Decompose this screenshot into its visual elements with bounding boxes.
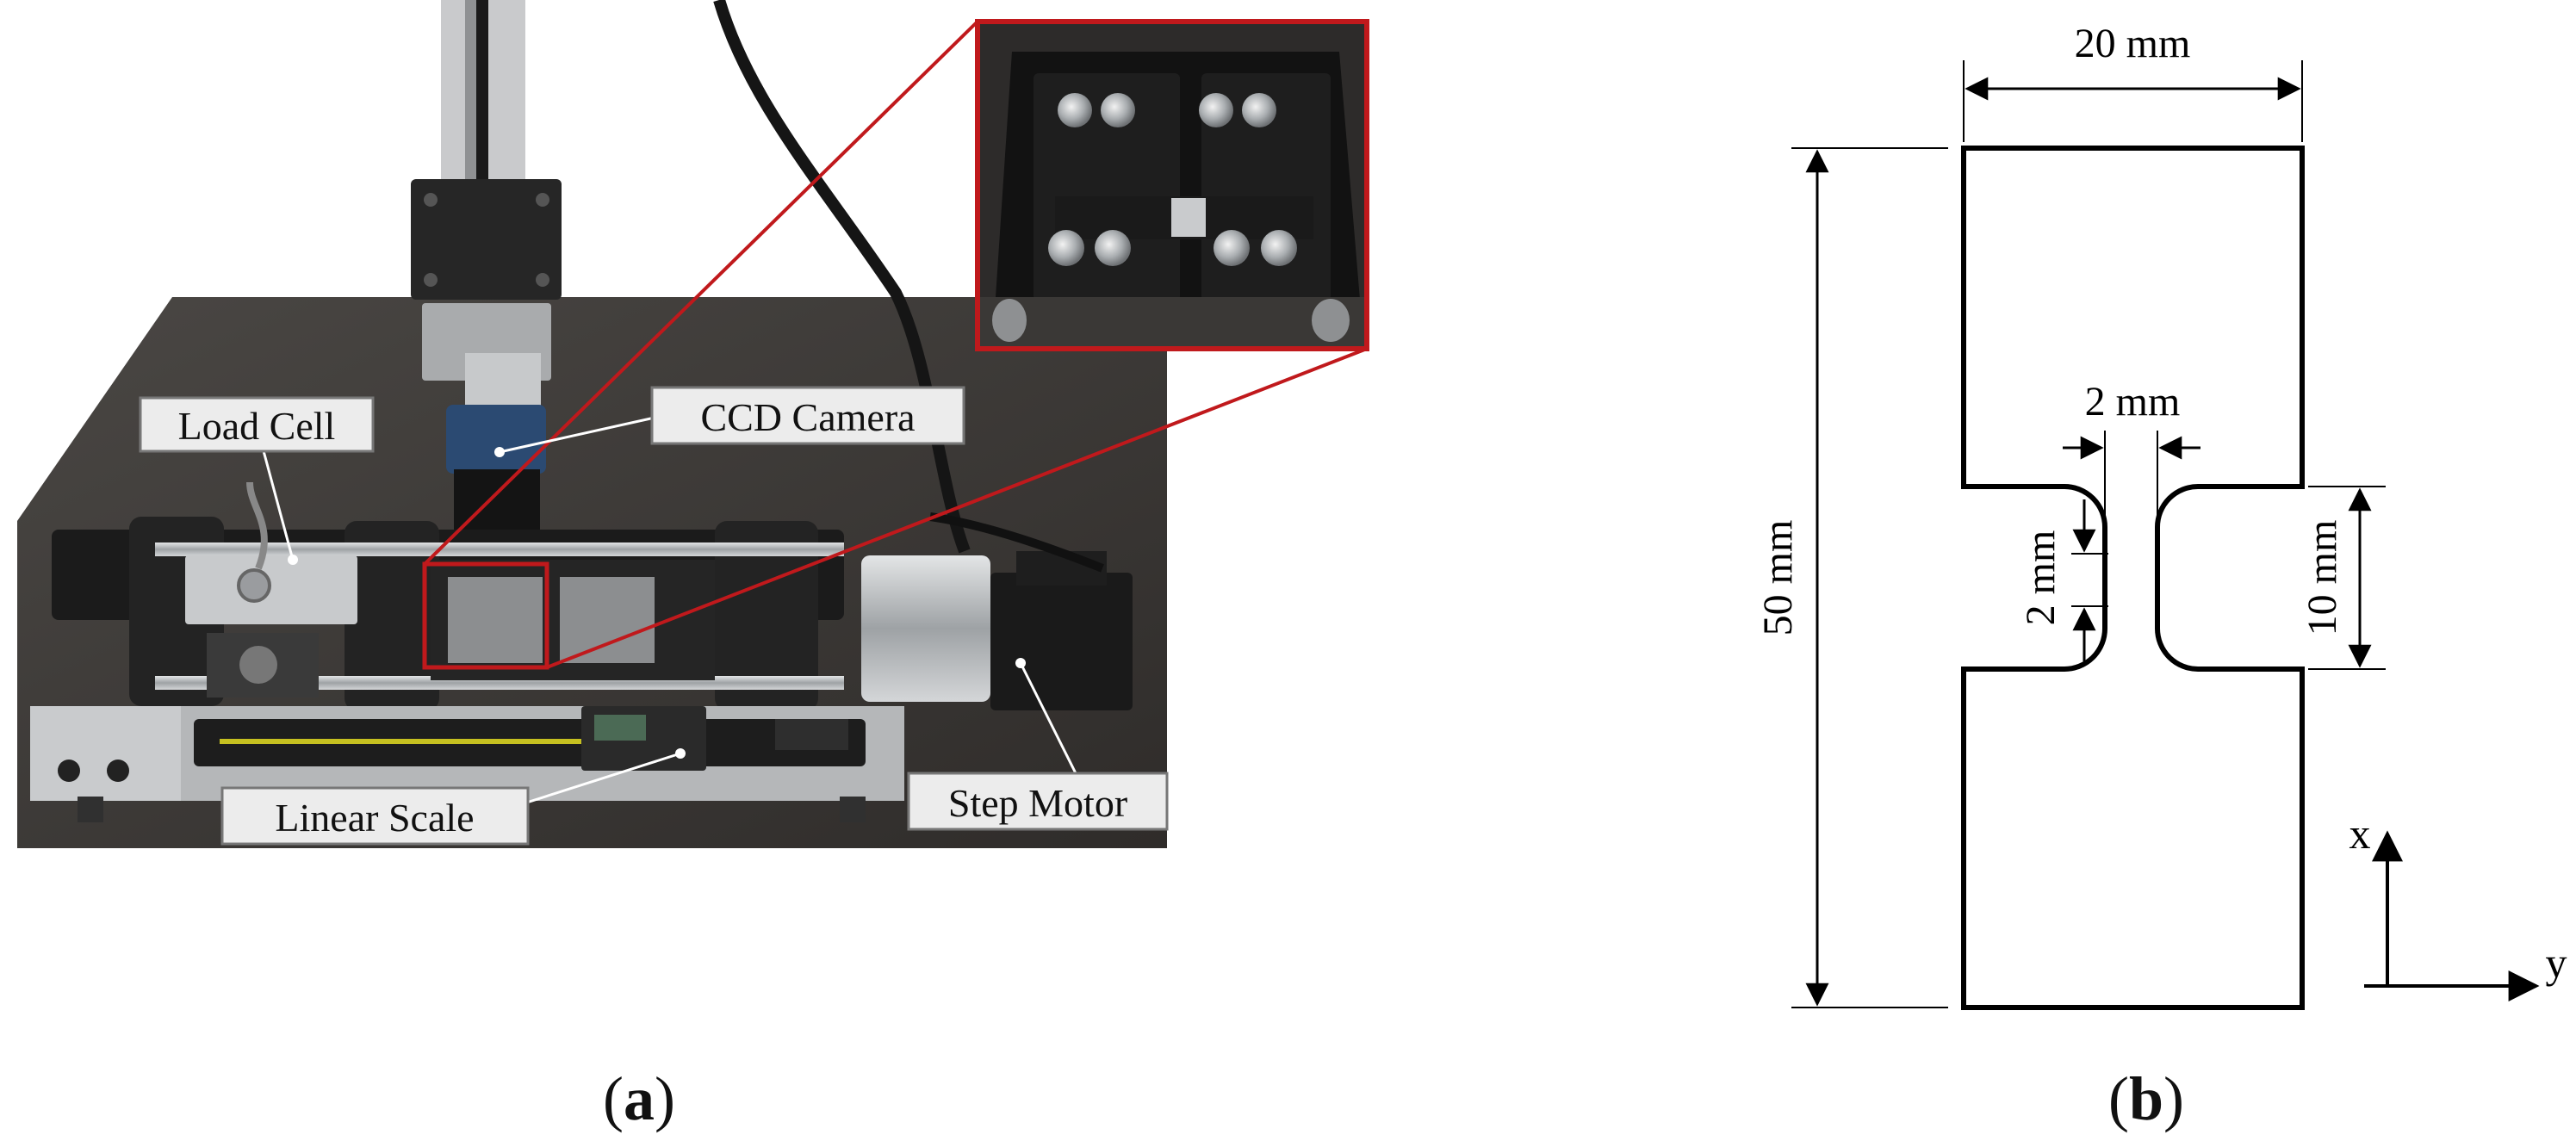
specimen-highlight-box — [422, 561, 549, 670]
y-axis-label: y — [2546, 939, 2567, 987]
callout-ccd-camera-text: CCD Camera — [700, 395, 915, 439]
ccd-camera-body — [465, 353, 541, 413]
load-cell — [185, 555, 357, 624]
gap-dimension-label: 2 mm — [2085, 379, 2181, 425]
callout-linear-scale: Linear Scale — [220, 786, 530, 846]
step-motor — [990, 573, 1133, 710]
step-motor-flange — [861, 555, 990, 702]
specimen-outline — [1961, 146, 2305, 1010]
panel-b-label: (b) — [2108, 1063, 2184, 1135]
panel-a-label-close: ) — [654, 1064, 675, 1133]
callout-load-cell: Load Cell — [139, 396, 375, 453]
radius-dimension-label: 2 mm — [2018, 530, 2064, 626]
width-dimension-label: 20 mm — [2075, 21, 2191, 66]
panel-b-label-open: ( — [2108, 1064, 2129, 1133]
panel-b-drawing: 20 mm 50 mm 2 mm 2 mm 10 mm x y — [1755, 21, 2567, 1010]
callout-step-motor-text: Step Motor — [948, 781, 1127, 825]
callout-ccd-camera: CCD Camera — [650, 386, 965, 445]
x-axis-label: x — [2349, 809, 2371, 858]
panel-b-label-letter: b — [2128, 1064, 2164, 1133]
panel-a-label-letter: a — [623, 1064, 655, 1133]
guide-rod — [155, 542, 844, 556]
panel-b-label-close: ) — [2163, 1064, 2185, 1133]
panel-a-label-open: ( — [603, 1064, 624, 1133]
camera-mount-plate — [411, 179, 562, 300]
zoom-inset — [975, 19, 1369, 351]
cable — [713, 0, 971, 554]
callout-linear-scale-text: Linear Scale — [275, 796, 474, 840]
height-dimension-label: 50 mm — [1755, 520, 1801, 636]
callout-load-cell-text: Load Cell — [178, 404, 336, 448]
panel-a-photo: Load Cell CCD Camera Linear Scale Step M… — [17, 0, 1369, 848]
callout-step-motor: Step Motor — [907, 772, 1169, 831]
panel-a-label: (a) — [603, 1063, 675, 1135]
notch-height-dimension-label: 10 mm — [2300, 520, 2345, 636]
